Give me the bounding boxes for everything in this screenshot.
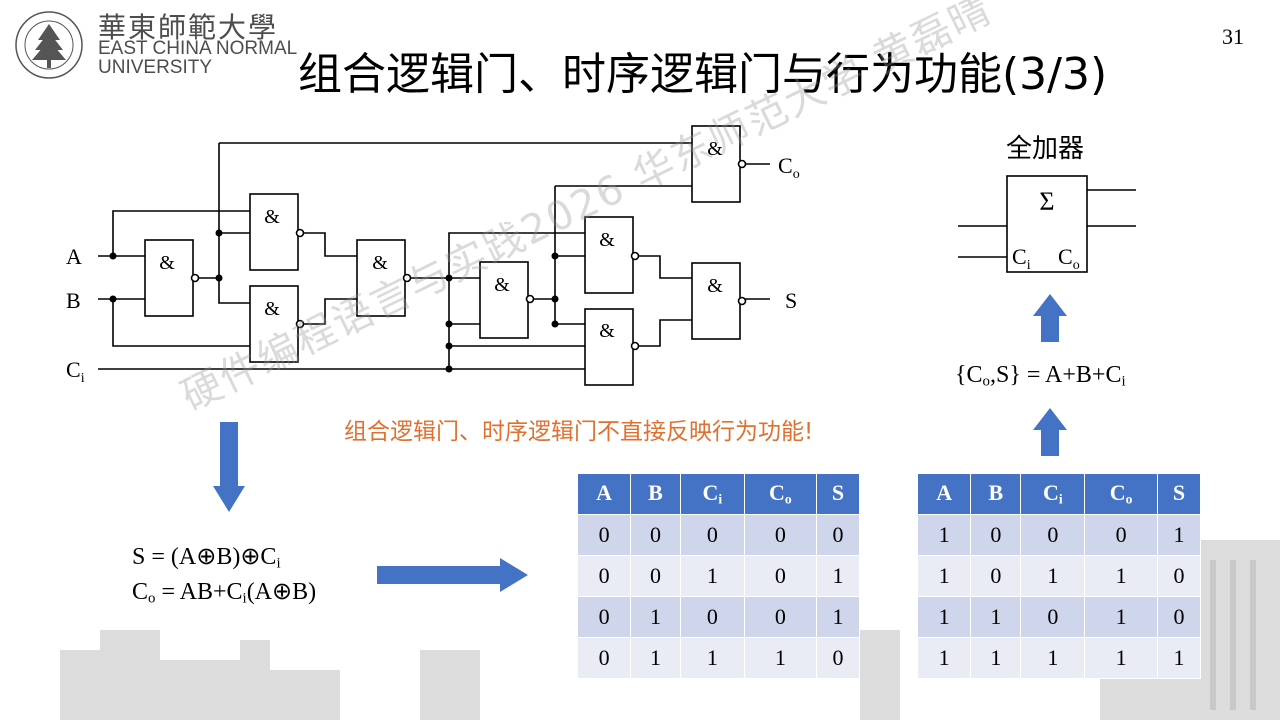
table-header-cell: B: [970, 473, 1022, 515]
gate-label: &: [494, 274, 510, 296]
gate-label: &: [599, 229, 615, 251]
note-text: 组合逻辑门、时序逻辑门不直接反映行为功能!: [344, 419, 814, 445]
table-header-cell: Ci: [679, 473, 745, 515]
down-arrow-icon: [213, 422, 245, 512]
carry-equation: Co = AB+Ci(A⊕B): [132, 579, 317, 607]
input-label-ci: Ci: [66, 357, 85, 386]
full-adder-title: 全加器: [1006, 134, 1085, 164]
university-logo-icon: [15, 11, 83, 79]
logo-english-name-line1: EAST CHINA NORMAL: [98, 38, 298, 59]
table-header-cell: A: [576, 473, 632, 515]
table-header-cell: B: [630, 473, 681, 515]
output-label-s: S: [785, 288, 797, 313]
output-label-co: Co: [778, 153, 800, 182]
page-number: 31: [1222, 24, 1244, 49]
up-arrow-icon-lower: [1033, 408, 1067, 456]
gate-label: &: [159, 252, 175, 274]
page-title: 组合逻辑门、时序逻辑门与行为功能(3/3): [298, 49, 1108, 100]
table-header-cell: A: [916, 473, 972, 515]
logo-chinese-name: 華東師範大學: [98, 11, 279, 44]
gate-label: &: [707, 138, 723, 160]
sigma-symbol: Σ: [1039, 187, 1054, 216]
table-header-cell: Co: [743, 473, 818, 515]
adder-ci-label: Ci: [1012, 244, 1031, 273]
adder-co-label: Co: [1058, 244, 1080, 273]
sum-equation: S = (A⊕B)⊕Ci: [132, 544, 281, 572]
up-arrow-icon-upper: [1033, 294, 1067, 342]
logo-english-name-line2: UNIVERSITY: [98, 57, 213, 78]
input-label-a: A: [66, 244, 82, 269]
full-adder-gate-circuit: & & & & & & & & & A B Ci Co S: [66, 125, 800, 386]
table-header-cell: Co: [1084, 473, 1158, 515]
table-header-cell: S: [1156, 473, 1202, 515]
full-adder-block-diagram: Σ Ci Co: [958, 175, 1136, 273]
gate-label: &: [264, 298, 280, 320]
gate-label: &: [264, 206, 280, 228]
gate-label: &: [599, 320, 615, 342]
gate-label: &: [707, 275, 723, 297]
behavior-equation: {Co,S} = A+B+Ci: [955, 362, 1126, 390]
gate-label: &: [372, 252, 388, 274]
table-header-cell: Ci: [1020, 473, 1086, 515]
input-label-b: B: [66, 288, 81, 313]
table-header-cell: S: [816, 473, 860, 515]
